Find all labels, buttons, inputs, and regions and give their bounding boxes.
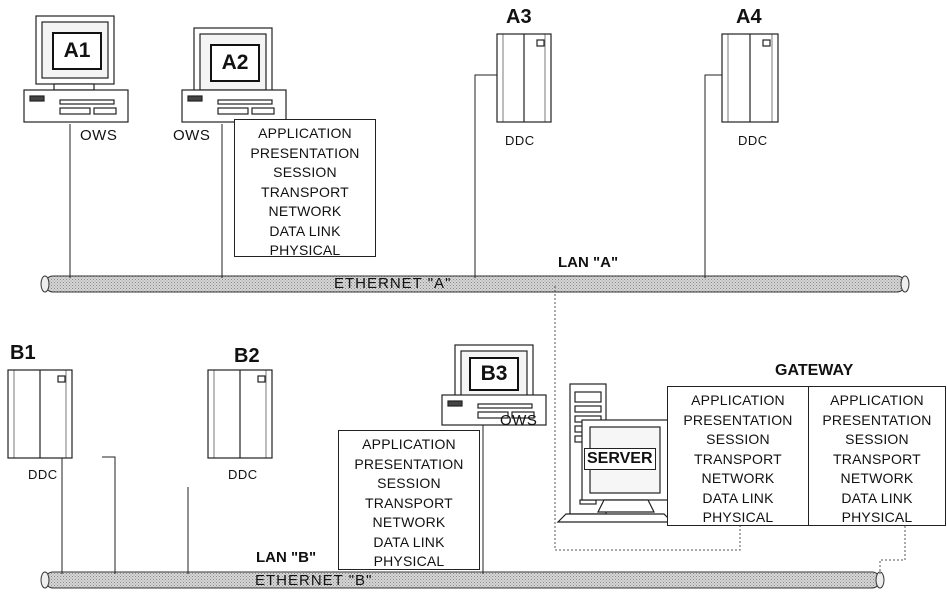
a3-node-label: A3 [506, 6, 532, 29]
b3-osi-stack: APPLICATION PRESENTATION SESSION TRANSPO… [338, 430, 480, 570]
osi-layer: PRESENTATION [668, 411, 808, 431]
lan-a-label: LAN "A" [558, 254, 618, 271]
osi-layer: PHYSICAL [668, 508, 808, 528]
osi-layer: TRANSPORT [235, 183, 375, 203]
osi-layer: PRESENTATION [339, 455, 479, 475]
b2-ddc-cabinet [208, 370, 272, 458]
osi-layer: SESSION [668, 430, 808, 450]
b1-ddc-cabinet [8, 370, 72, 458]
osi-layer: PRESENTATION [235, 144, 375, 164]
a4-ddc-cabinet [722, 34, 778, 122]
a2-osi-stack: APPLICATION PRESENTATION SESSION TRANSPO… [234, 119, 376, 257]
a3-ddc-cabinet [497, 34, 551, 122]
osi-layer: DATA LINK [668, 489, 808, 509]
osi-layer: TRANSPORT [809, 450, 945, 470]
osi-layer: SESSION [339, 474, 479, 494]
a1-type-label: OWS [80, 127, 117, 144]
osi-layer: NETWORK [339, 513, 479, 533]
lan-b-label: LAN "B" [256, 549, 316, 566]
b2-node-label: B2 [234, 345, 260, 368]
osi-layer: DATA LINK [235, 222, 375, 242]
ethernet-a-label: ETHERNET "A" [334, 275, 451, 292]
osi-layer: SESSION [809, 430, 945, 450]
osi-layer: APPLICATION [809, 391, 945, 411]
osi-layer: APPLICATION [339, 435, 479, 455]
b3-type-label: OWS [500, 412, 537, 429]
a2-type-label: OWS [173, 127, 210, 144]
a3-type-label: DDC [505, 133, 535, 148]
osi-layer: SESSION [235, 163, 375, 183]
ethernet-b-label: ETHERNET "B" [255, 572, 372, 589]
ethernet-a-cable [41, 276, 909, 292]
osi-layer: DATA LINK [809, 489, 945, 509]
osi-layer: NETWORK [235, 202, 375, 222]
server-label: SERVER [584, 448, 656, 470]
gateway-osi-stack-b: APPLICATION PRESENTATION SESSION TRANSPO… [808, 386, 946, 526]
gateway-title: GATEWAY [775, 362, 853, 380]
osi-layer: PHYSICAL [235, 241, 375, 261]
ethernet-b-cable [41, 572, 884, 588]
osi-layer: PHYSICAL [339, 552, 479, 572]
b1-type-label: DDC [28, 467, 58, 482]
a2-node-label: A2 [210, 44, 260, 82]
b3-node-label: B3 [469, 357, 519, 391]
osi-layer: NETWORK [809, 469, 945, 489]
osi-layer: PRESENTATION [809, 411, 945, 431]
a1-node-label: A1 [52, 32, 102, 70]
osi-layer: NETWORK [668, 469, 808, 489]
osi-layer: APPLICATION [235, 124, 375, 144]
osi-layer: DATA LINK [339, 533, 479, 553]
lan-a-drop-lines [70, 75, 722, 278]
b1-node-label: B1 [10, 342, 36, 365]
gateway-osi-stack-a: APPLICATION PRESENTATION SESSION TRANSPO… [667, 386, 809, 526]
b2-type-label: DDC [228, 467, 258, 482]
osi-layer: PHYSICAL [809, 508, 945, 528]
osi-layer: TRANSPORT [668, 450, 808, 470]
a4-type-label: DDC [738, 133, 768, 148]
osi-layer: APPLICATION [668, 391, 808, 411]
a4-node-label: A4 [736, 6, 762, 29]
osi-layer: TRANSPORT [339, 494, 479, 514]
